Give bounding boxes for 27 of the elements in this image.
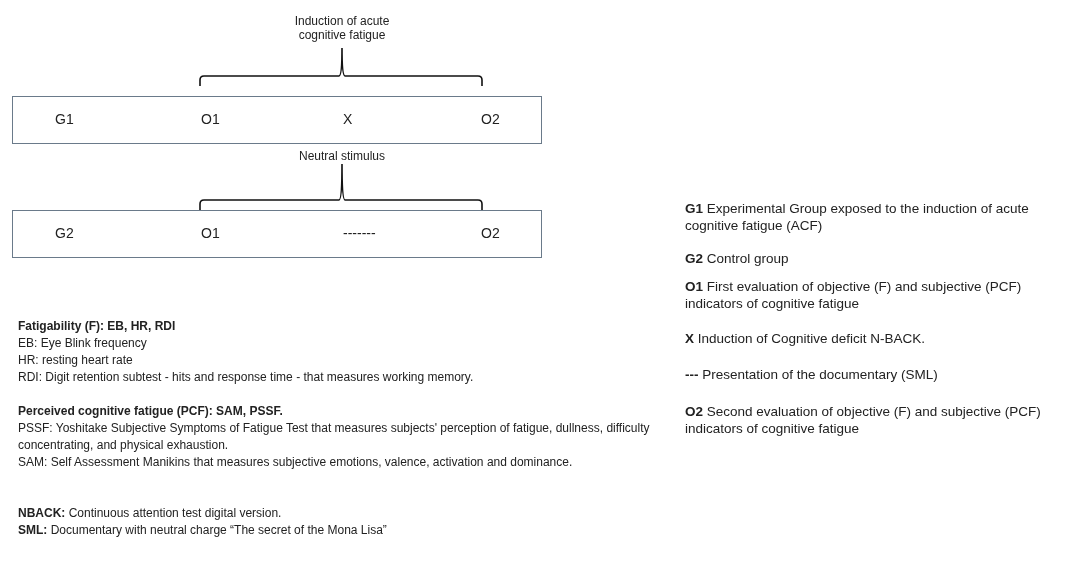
legend-note: G2 Control group	[685, 250, 790, 267]
group-label: G1	[55, 111, 74, 127]
note-text: SML: Documentary with neutral charge “The secret of the Mona Lisa”	[18, 522, 388, 539]
intervention-label: X	[343, 111, 353, 127]
legend-note: --- Presentation of the documentary (SML)	[685, 366, 939, 383]
group-label: G2	[55, 225, 74, 241]
group-row-box	[12, 210, 542, 258]
observation-label: O2	[481, 111, 500, 127]
section-heading: Perceived cognitive fatigue (PCF): SAM, PSSF.	[18, 403, 284, 420]
legend-note: X Induction of Cognitive deficit N-BACK.	[685, 330, 927, 347]
section-heading: Fatigability (F): EB, HR, RDI	[18, 318, 177, 335]
note-text: HR: resting heart rate	[18, 352, 134, 369]
observation-label: O1	[201, 111, 220, 127]
legend-note: G1 Experimental Group exposed to the induction of acute cognitive fatigue (ACF)	[685, 200, 1030, 234]
note-text: SAM: Self Assessment Manikins that measures subjective emotions, valence, activation and dominance.	[18, 454, 574, 471]
note-text: NBACK: Continuous attention test digital version.	[18, 505, 283, 522]
observation-label: O1	[201, 225, 220, 241]
legend-note: O1 First evaluation of objective (F) and subjective (PCF) indicators of cognitive fatigue	[685, 278, 1023, 312]
brace-label: Induction of acute cognitive fatigue	[293, 14, 391, 42]
brace-label: Neutral stimulus	[299, 149, 385, 163]
intervention-label: -------	[343, 225, 376, 241]
group-row-box	[12, 96, 542, 144]
note-text: PSSF: Yoshitake Subjective Symptoms of Fatigue Test that measures subjects' perception of fatigue, dullness, difficulty concentrating, and physical exhaustion.	[18, 420, 651, 454]
legend-note: O2 Second evaluation of objective (F) and subjective (PCF) indicators of cognitive fatigue	[685, 403, 1042, 437]
note-text: EB: Eye Blink frequency	[18, 335, 148, 352]
note-text: RDI: Digit retention subtest - hits and response time - that measures working memory.	[18, 369, 475, 386]
observation-label: O2	[481, 225, 500, 241]
